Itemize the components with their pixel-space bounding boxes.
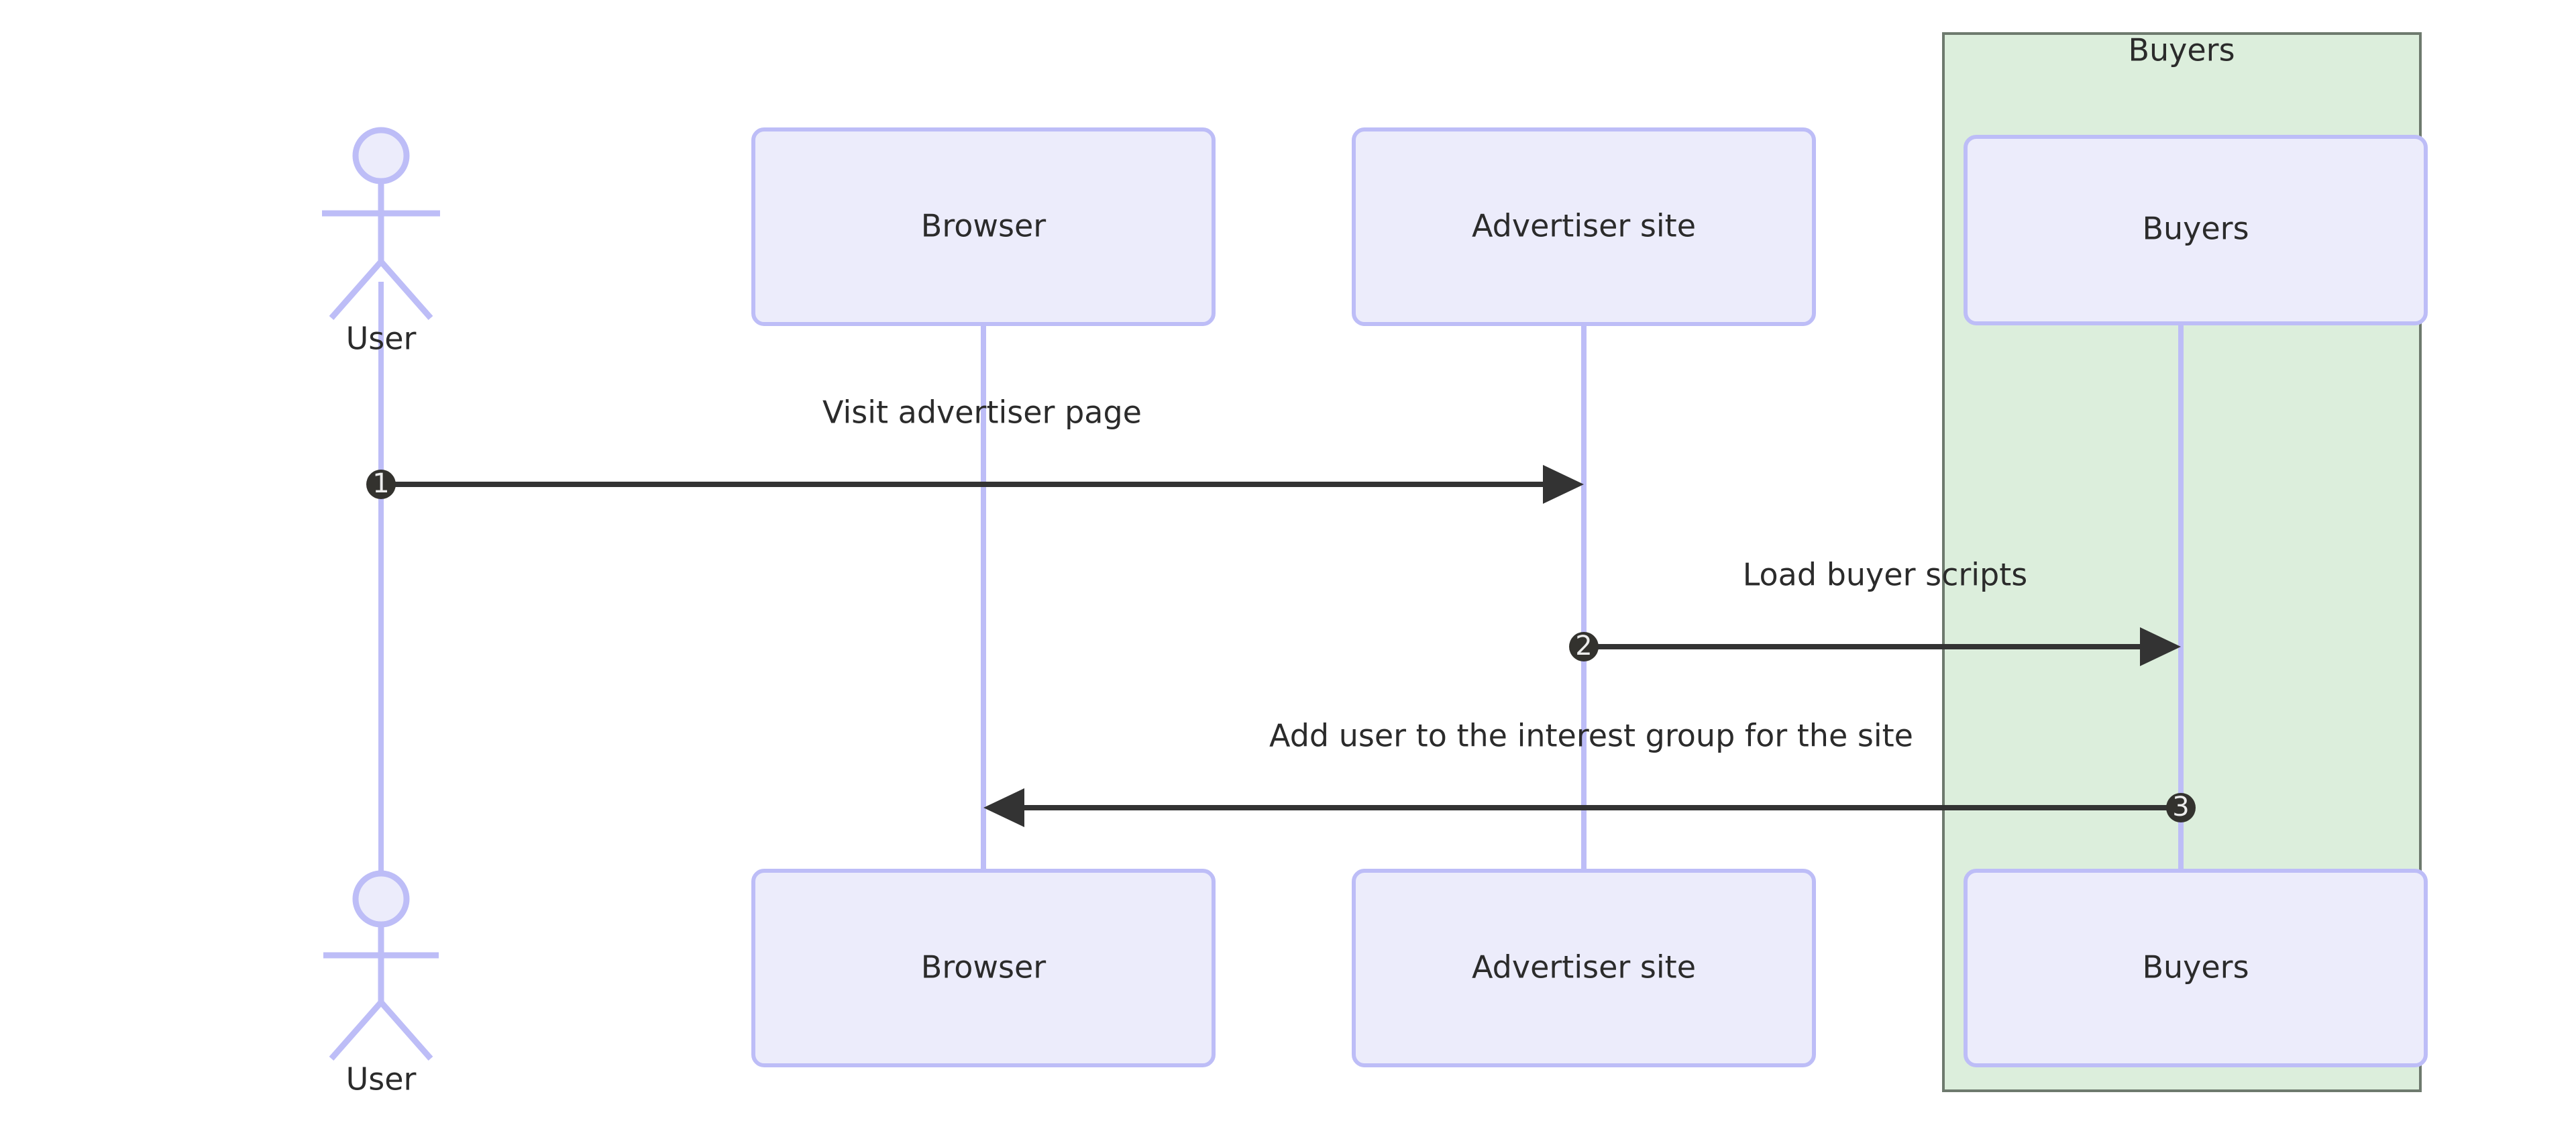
actor-body-icon bbox=[323, 924, 439, 1061]
actor-body-icon bbox=[322, 181, 440, 320]
message-1-sequence-number: 1 bbox=[372, 468, 389, 499]
group-box-label: Buyers bbox=[2128, 32, 2235, 68]
participant-label-buyers-top: Buyers bbox=[2142, 211, 2249, 247]
participant-advertiser-bottom[interactable]: Advertiser site bbox=[1352, 869, 1816, 1067]
participant-label-browser-top: Browser bbox=[921, 208, 1046, 244]
message-3-sequence-badge bbox=[2166, 793, 2196, 822]
participant-box-buyers-top bbox=[1964, 135, 2428, 325]
participant-buyers-top[interactable]: Buyers bbox=[1964, 135, 2428, 325]
participant-box-browser-bottom bbox=[751, 869, 1216, 1067]
participant-browser-bottom[interactable]: Browser bbox=[751, 869, 1216, 1067]
message-2-label: Load buyer scripts bbox=[1743, 557, 2028, 593]
message-1-arrowhead bbox=[1543, 465, 1584, 504]
message-2-sequence-number: 2 bbox=[1575, 631, 1592, 661]
message-2-sequence-badge bbox=[1569, 632, 1599, 661]
message-2[interactable]: Load buyer scripts 2 bbox=[1569, 557, 2181, 667]
participant-label-advertiser-bottom: Advertiser site bbox=[1472, 949, 1696, 985]
participant-label-buyers-bottom: Buyers bbox=[2142, 949, 2249, 985]
actor-label-user-bottom: User bbox=[346, 1061, 417, 1098]
message-3-arrowhead bbox=[983, 788, 1024, 827]
participant-buyers-bottom[interactable]: Buyers bbox=[1964, 869, 2428, 1067]
participant-box-buyers-bottom bbox=[1964, 869, 2428, 1067]
actor-user-bottom[interactable]: User bbox=[323, 870, 439, 1098]
actor-label-user-top: User bbox=[346, 321, 417, 357]
message-2-arrowhead bbox=[2140, 627, 2181, 666]
participant-label-advertiser-top: Advertiser site bbox=[1472, 208, 1696, 244]
message-3[interactable]: Add user to the interest group for the s… bbox=[983, 718, 2196, 828]
participant-box-advertiser-top bbox=[1352, 127, 1816, 326]
participant-browser-top[interactable]: Browser bbox=[751, 127, 1216, 326]
message-1[interactable]: Visit advertiser page 1 bbox=[366, 394, 1584, 504]
participant-box-advertiser-bottom bbox=[1352, 869, 1816, 1067]
actor-head-icon bbox=[352, 870, 410, 928]
actor-head-icon bbox=[352, 127, 410, 184]
participant-label-browser-bottom: Browser bbox=[921, 949, 1046, 985]
message-1-sequence-badge bbox=[366, 470, 396, 499]
message-3-label: Add user to the interest group for the s… bbox=[1269, 718, 1913, 754]
message-1-label: Visit advertiser page bbox=[822, 394, 1142, 431]
participant-advertiser-top[interactable]: Advertiser site bbox=[1352, 127, 1816, 326]
message-3-sequence-number: 3 bbox=[2172, 792, 2189, 822]
participant-box-browser-top bbox=[751, 127, 1216, 326]
actor-user-top[interactable]: User bbox=[322, 127, 440, 357]
